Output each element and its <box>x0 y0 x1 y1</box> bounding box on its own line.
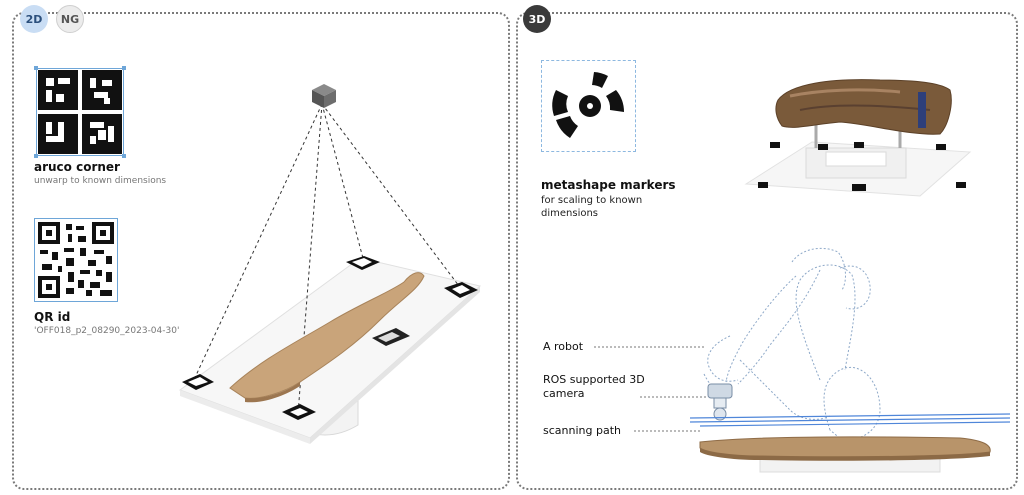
metashape-marker-icon <box>552 72 625 138</box>
selection-handle <box>122 66 126 70</box>
scan-path-label: scanning path <box>543 424 621 437</box>
camera-cube-icon <box>312 84 336 108</box>
selection-handle <box>122 154 126 158</box>
aruco-subtitle: unwarp to known dimensions <box>34 176 167 186</box>
aruco-title: aruco corner <box>34 160 120 174</box>
selection-handle <box>34 154 38 158</box>
qr-code-icon <box>38 222 114 298</box>
selection-handle <box>34 66 38 70</box>
panel-2d <box>12 12 510 490</box>
metashape-title: metashape markers <box>541 178 676 192</box>
badge-3d[interactable]: 3D <box>523 5 551 33</box>
badge-ng[interactable]: NG <box>56 5 84 33</box>
qr-selection-box <box>34 218 118 302</box>
aruco-selection-box <box>36 68 124 156</box>
robot-label: A robot <box>543 340 584 353</box>
camera-label: ROS supported 3D camera <box>543 373 645 400</box>
badge-2d[interactable]: 2D <box>20 5 48 33</box>
metashape-marker-box <box>541 60 636 152</box>
log-icon <box>229 272 425 399</box>
qr-subtitle: 'OFF018_p2_08290_2023-04-30' <box>34 326 180 336</box>
panel-3d <box>516 12 1018 490</box>
qr-title: QR id <box>34 310 71 324</box>
metashape-subtitle: for scaling to known dimensions <box>541 195 643 219</box>
aruco-marker-icon <box>38 70 122 154</box>
